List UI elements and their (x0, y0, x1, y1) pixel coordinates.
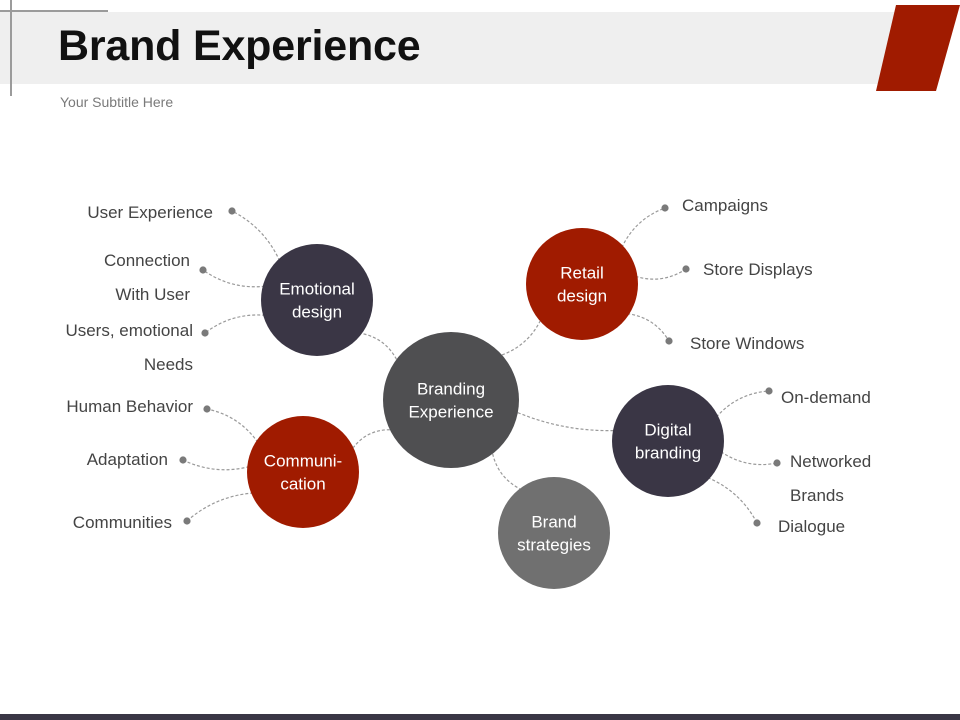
leaf-label-communication-0: Human Behavior (66, 397, 193, 416)
leaf-label-emotional-design-2-line: Users, emotional (65, 321, 193, 340)
node-retail-design-label: Retail design (557, 264, 607, 306)
leaf-label-emotional-design-0: User Experience (87, 203, 213, 222)
leaf-label-digital-branding-2: Dialogue (778, 517, 845, 536)
leaf-label-retail-design-0: Campaigns (682, 196, 768, 215)
leaf-dot (201, 329, 209, 337)
page-subtitle: Your Subtitle Here (60, 94, 174, 110)
connector-communication (352, 429, 390, 448)
node-communication-circle (247, 416, 359, 528)
hub-node-label-line: Experience (408, 403, 493, 422)
leaf-label-communication-2-line: Communities (73, 513, 172, 532)
connector-layer (182, 207, 778, 524)
node-digital-branding-label-line: Digital (644, 421, 691, 440)
node-emotional-design-label-line: design (292, 303, 342, 322)
leaf-label-retail-design-1-line: Store Displays (703, 260, 813, 279)
leaf-connector-emotional-design-2 (204, 314, 266, 334)
node-retail-design-label-line: Retail (560, 264, 603, 283)
hub-node-label-line: Branding (417, 380, 485, 399)
node-emotional-design-circle (261, 244, 373, 356)
leaf-label-retail-design-2: Store Windows (690, 334, 804, 353)
leaf-connector-retail-design-0 (621, 207, 666, 248)
connector-retail-design (501, 320, 541, 356)
node-brand-strategies-label-line: strategies (517, 536, 591, 555)
leaf-dot (682, 265, 690, 273)
leaf-dot (183, 517, 191, 525)
leaf-label-communication-0-line: Human Behavior (66, 397, 193, 416)
leaf-label-emotional-design-1-line: With User (115, 285, 190, 304)
node-digital-branding-circle (612, 385, 724, 497)
node-brand-strategies-circle (498, 477, 610, 589)
leaf-dot (753, 519, 761, 527)
leaf-label-communication-1: Adaptation (87, 450, 168, 469)
leaf-connector-retail-design-1 (635, 268, 687, 280)
corner-frame-vertical (10, 0, 12, 96)
connector-digital-branding (517, 412, 613, 432)
leaf-dot (665, 337, 673, 345)
leaf-connector-digital-branding-2 (707, 477, 758, 524)
leaf-dot (773, 459, 781, 467)
leaf-label-digital-branding-2-line: Dialogue (778, 517, 845, 536)
leaf-connector-communication-1 (182, 459, 250, 471)
bottom-bar (0, 714, 960, 720)
leaf-connector-communication-2 (186, 492, 254, 522)
leaf-connector-communication-0 (206, 408, 259, 443)
title-band (0, 12, 905, 84)
leaf-dot (228, 207, 236, 215)
hub-node-circle (383, 332, 519, 468)
node-digital-branding-label: Digital branding (635, 421, 701, 463)
leaf-dot (179, 456, 187, 464)
leaf-dot (203, 405, 211, 413)
leaf-label-emotional-design-0-line: User Experience (87, 203, 213, 222)
leaf-label-digital-branding-0: On-demand (781, 388, 871, 407)
leaf-label-digital-branding-1-line: Brands (790, 486, 844, 505)
connector-emotional-design (361, 332, 398, 360)
node-retail-design-circle (526, 228, 638, 340)
leaf-dot (661, 204, 669, 212)
leaf-connector-emotional-design-0 (231, 210, 281, 262)
leaf-label-digital-branding-1-line: Networked (790, 452, 871, 471)
leaf-label-retail-design-0-line: Campaigns (682, 196, 768, 215)
node-communication-label: Communi-cation (264, 452, 342, 494)
leaf-label-retail-design-1: Store Displays (703, 260, 813, 279)
leaf-connector-emotional-design-1 (202, 269, 265, 288)
corner-frame-horizontal (0, 10, 108, 12)
leaf-label-emotional-design-1-line: Connection (104, 251, 190, 270)
leaf-label-digital-branding-0-line: On-demand (781, 388, 871, 407)
page-title: Brand Experience (58, 22, 421, 70)
leaf-label-retail-design-2-line: Store Windows (690, 334, 804, 353)
node-communication-label-line: Communi- (264, 452, 342, 471)
leaf-dot (199, 266, 207, 274)
leaf-label-emotional-design-2-line: Needs (144, 355, 193, 374)
leaf-dot (765, 387, 773, 395)
connector-brand-strategies (492, 453, 520, 490)
node-retail-design-label-line: design (557, 287, 607, 306)
leaf-label-communication-1-line: Adaptation (87, 450, 168, 469)
node-communication-label-line: cation (280, 475, 325, 494)
leaf-label-communication-2: Communities (73, 513, 172, 532)
leaf-connector-digital-branding-1 (720, 451, 778, 466)
node-digital-branding-label-line: branding (635, 444, 701, 463)
leaf-connector-digital-branding-0 (715, 390, 770, 418)
leaf-connector-retail-design-2 (627, 312, 670, 342)
node-brand-strategies-label-line: Brand (531, 513, 576, 532)
node-brand-strategies-label: Brand strategies (517, 513, 591, 555)
node-emotional-design-label: Emotional design (279, 280, 355, 322)
node-layer (179, 204, 781, 589)
node-emotional-design-label-line: Emotional (279, 280, 355, 299)
